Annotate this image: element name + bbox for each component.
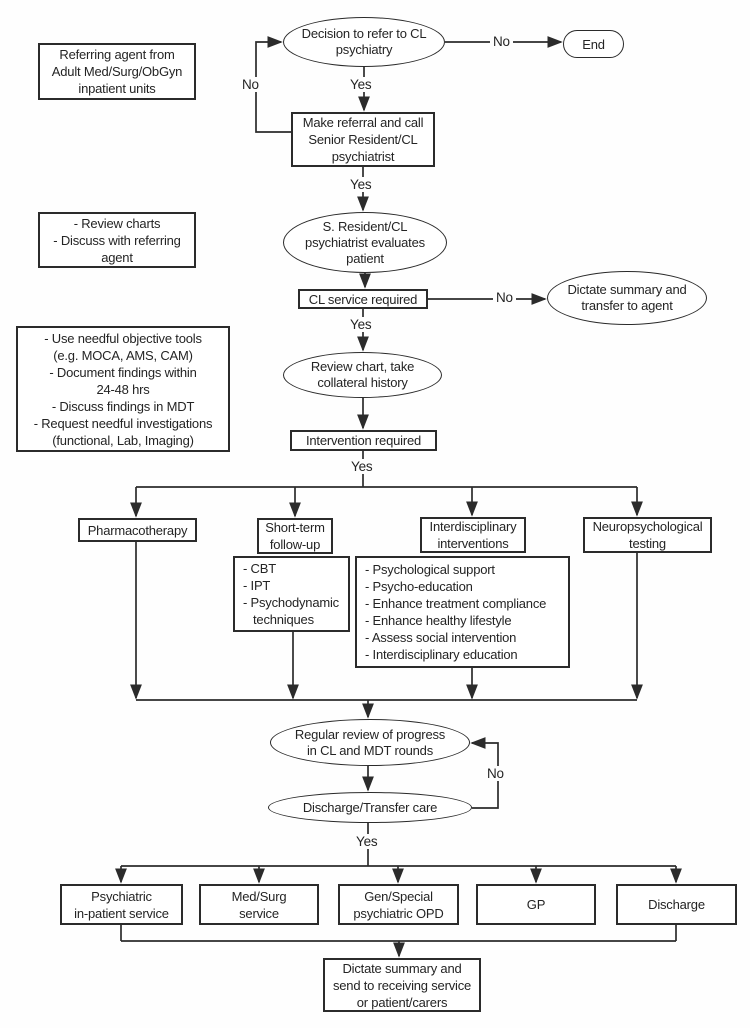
text-line: (functional, Lab, Imaging) (52, 432, 194, 448)
text-line: Discharge (648, 897, 705, 912)
note-review-charts: - Review charts - Discuss with referring… (38, 212, 196, 268)
node-decision-refer: Decision to refer to CL psychiatry (283, 17, 445, 67)
text-line: CL service required (308, 291, 418, 307)
text-line: - Use needful objective tools (44, 330, 202, 346)
text-line: - Review charts (73, 215, 161, 231)
text-line: Dictate summary and (567, 282, 687, 297)
edge-label-yes: Yes (347, 77, 375, 92)
node-gp: GP (476, 884, 596, 925)
node-review-chart-collateral: Review chart, take collateral history (283, 352, 442, 398)
text-line: interventions (437, 536, 509, 551)
node-end: End (563, 30, 624, 58)
text-line: Senior Resident/CL (308, 132, 418, 147)
text-line: Gen/Special (364, 888, 433, 904)
text-line: - Interdisciplinary education (365, 647, 518, 662)
text-line: testing (629, 536, 666, 551)
node-neuropsychological-testing: Neuropsychological testing (583, 517, 712, 553)
text-line: - CBT (243, 561, 276, 576)
text-line: - Discuss with referring (53, 232, 181, 248)
node-dictate-transfer-agent: Dictate summary and transfer to agent (547, 271, 707, 325)
text-line: 24-48 hrs (96, 381, 150, 397)
text-line: Short-term (265, 520, 325, 535)
text-line: Decision to refer to CL (301, 26, 427, 41)
text-line: collateral history (317, 375, 408, 390)
text-line: send to receiving service (332, 977, 472, 993)
node-pharmacotherapy: Pharmacotherapy (78, 518, 197, 542)
text-line: Pharmacotherapy (87, 522, 188, 538)
text-line: - Request needful investigations (33, 415, 213, 431)
node-therapy-list: - CBT - IPT - Psychodynamic techniques (233, 556, 350, 632)
text-line: in CL and MDT rounds (306, 742, 434, 758)
node-cl-service-required: CL service required (298, 289, 428, 309)
text-line: - Discuss findings in MDT (51, 398, 195, 414)
node-interdisciplinary-interventions: Interdisciplinary interventions (420, 517, 526, 553)
note-referring-agent: Referring agent from Adult Med/Surg/ObGy… (38, 43, 196, 100)
node-make-referral: Make referral and call Senior Resident/C… (291, 112, 435, 167)
text-line: - Enhance healthy lifestyle (365, 613, 512, 628)
text-line: Regular review of progress (294, 726, 446, 742)
text-line: GP (526, 897, 546, 912)
node-intervention-required: Intervention required (290, 430, 437, 451)
text-line: (e.g. MOCA, AMS, CAM) (53, 347, 193, 363)
text-line: - IPT (243, 578, 271, 593)
edge-label-no: No (239, 77, 262, 92)
node-med-surg-service: Med/Surg service (199, 884, 319, 925)
text-line: inpatient units (78, 81, 156, 96)
edge-label-no: No (484, 766, 507, 781)
text-line: Discharge/Transfer care (302, 799, 438, 815)
text-line: Adult Med/Surg/ObGyn (51, 64, 183, 79)
text-line: in-patient service (74, 905, 169, 921)
text-line: - Document findings within (49, 364, 197, 380)
text-line: Interdisciplinary (429, 519, 517, 534)
node-evaluates: S. Resident/CL psychiatrist evaluates pa… (283, 212, 447, 273)
text-line: - Assess social intervention (365, 630, 517, 645)
text-line: - Psychological support (365, 562, 495, 577)
text-line: Referring agent from (59, 47, 175, 62)
edge-label-no: No (493, 290, 516, 305)
text-line: Intervention required (305, 433, 422, 448)
node-regular-review: Regular review of progress in CL and MDT… (270, 719, 470, 766)
text-line: Dictate summary and (342, 960, 462, 976)
edge-label-yes: Yes (353, 834, 381, 849)
text-line: or patient/carers (356, 994, 448, 1010)
node-short-term-follow-up: Short-term follow-up (257, 518, 333, 554)
text-line: Neuropsychological (592, 519, 703, 534)
text-line: patient (346, 250, 384, 266)
edge-label-yes: Yes (348, 459, 376, 474)
note-objective-tools: - Use needful objective tools (e.g. MOCA… (16, 326, 230, 452)
text-line: End (582, 36, 605, 52)
text-line: Psychiatric (91, 888, 152, 904)
edge-label-yes: Yes (347, 317, 375, 332)
node-discharge: Discharge (616, 884, 737, 925)
edge-label-yes: Yes (347, 177, 375, 192)
node-discharge-transfer: Discharge/Transfer care (268, 792, 472, 823)
text-line: - Psychodynamic (243, 595, 339, 610)
text-line: psychiatrist evaluates (305, 234, 425, 250)
text-line: transfer to agent (581, 298, 673, 313)
text-line: techniques (253, 612, 314, 627)
edge-label-no: No (490, 34, 513, 49)
text-line: S. Resident/CL (322, 218, 408, 234)
text-line: - Enhance treatment compliance (365, 596, 547, 611)
text-line: - Psycho-education (365, 579, 473, 594)
text-line: follow-up (269, 537, 321, 552)
text-line: Make referral and call (302, 115, 424, 130)
node-interventions-list: - Psychological support - Psycho-educati… (355, 556, 570, 668)
text-line: Med/Surg (231, 888, 287, 904)
text-line: agent (101, 249, 133, 265)
text-line: psychiatric OPD (353, 905, 444, 921)
text-line: service (239, 905, 279, 921)
text-line: psychiatry (335, 42, 393, 57)
node-dictate-send: Dictate summary and send to receiving se… (323, 958, 481, 1012)
text-line: psychiatrist (331, 149, 395, 164)
node-gen-special-opd: Gen/Special psychiatric OPD (338, 884, 459, 925)
node-psychiatric-inpatient: Psychiatric in-patient service (60, 884, 183, 925)
text-line: Review chart, take (310, 359, 415, 374)
